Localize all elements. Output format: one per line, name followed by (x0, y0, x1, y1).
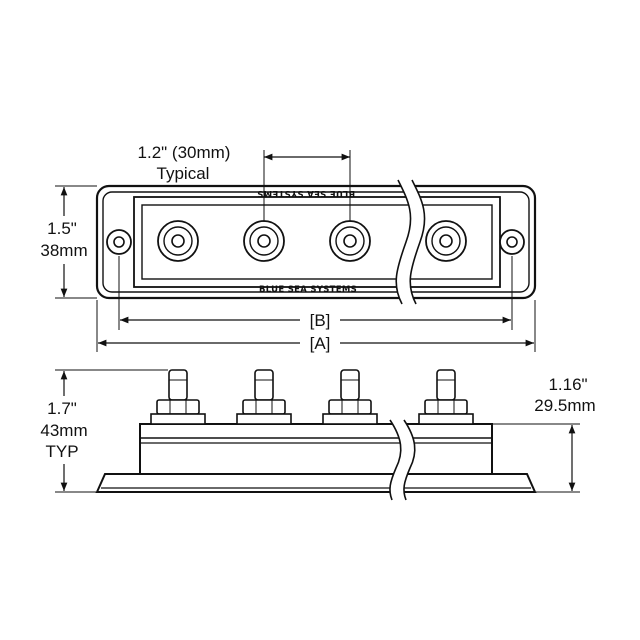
mounting-hole-left (106, 229, 132, 255)
dimension-a-label: [A] (310, 334, 331, 353)
side-height-mm: 43mm (40, 421, 87, 440)
stud-top-1 (157, 220, 199, 262)
stud-top-2 (243, 220, 285, 262)
base-height-dimension (492, 423, 580, 493)
base-height-inch: 1.16" (548, 375, 587, 394)
top-height-inch: 1.5" (47, 219, 77, 238)
side-insulator-block (139, 423, 493, 475)
stud-side-4 (418, 369, 474, 425)
base-height-mm: 29.5mm (534, 396, 595, 415)
brand-label-bottom: BLUE SEA SYSTEMS (259, 285, 357, 295)
stud-spacing-label: 1.2" (30mm) (138, 143, 231, 162)
brand-label-top: BLUE SEA SYSTEMS (257, 188, 355, 198)
top-height-mm: 38mm (40, 241, 87, 260)
stud-top-4 (425, 220, 467, 262)
side-view-break (389, 419, 416, 501)
mounting-hole-right (499, 229, 525, 255)
top-view-break (395, 179, 426, 305)
stud-side-2 (236, 369, 292, 425)
side-base-flange (95, 473, 537, 493)
stud-spacing-dimension (263, 150, 351, 222)
top-base-plate (95, 184, 537, 300)
side-height-inch: 1.7" (47, 399, 77, 418)
stud-side-1 (150, 369, 206, 425)
dimension-b-label: [B] (310, 311, 331, 330)
top-view: BLUE SEA SYSTEMS BLUE SEA SYSTEMS 1.2" (… (38, 143, 537, 355)
side-view: 1.7" 43mm TYP 1.16" 29.5mm (38, 369, 596, 501)
side-height-note: TYP (45, 442, 78, 461)
stud-top-3 (329, 220, 371, 262)
stud-spacing-note: Typical (157, 164, 210, 183)
stud-side-3 (322, 369, 378, 425)
